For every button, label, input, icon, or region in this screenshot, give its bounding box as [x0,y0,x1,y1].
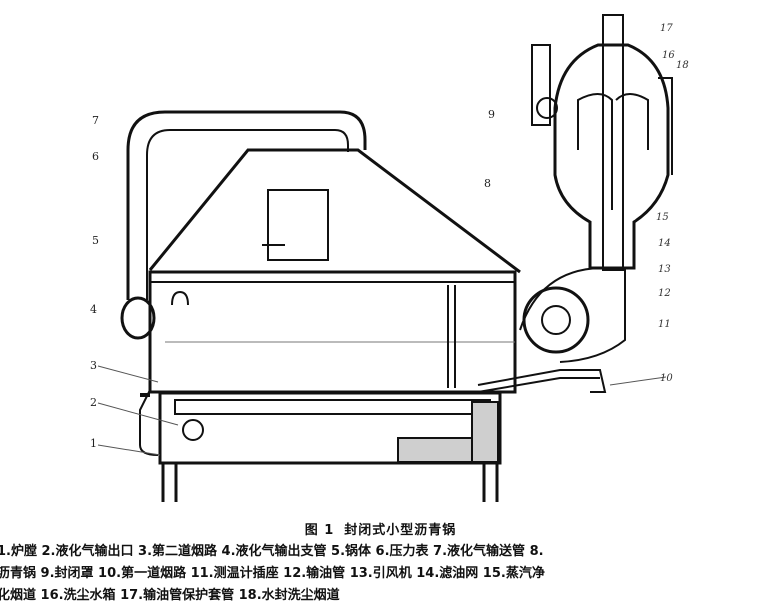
callout-5: 5 [92,234,99,247]
callout-11: 11 [658,319,671,330]
legend: 1.炉膛 2.液化气输出口 3.第二道烟路 4.液化气输出支管 5.锅体 6.压… [0,541,771,607]
callout-13: 13 [658,264,671,275]
boiler-diagram: 1 2 3 4 5 6 7 8 9 10 11 12 13 14 15 16 1… [90,14,689,502]
callout-18: 18 [676,60,689,71]
figure-title: 封闭式小型沥青锅 [344,523,457,538]
callout-9: 9 [488,108,495,121]
callout-8: 8 [484,177,491,190]
gas-delivery-pipe [126,110,367,300]
callout-1: 1 [90,437,97,450]
legend-line-3: 化烟道 16.洗尘水箱 17.输油管保护套管 18.水封洗尘烟道 [0,588,340,603]
callout-10: 10 [660,373,673,384]
furnace [158,391,502,465]
callout-7: 7 [92,114,99,127]
callout-15: 15 [656,212,669,223]
legend-line-1: 1.炉膛 2.液化气输出口 3.第二道烟路 4.液化气输出支管 5.锅体 6.压… [0,544,544,559]
sealed-hood [148,148,521,274]
callout-12: 12 [658,288,671,299]
callout-17: 17 [660,23,673,34]
figure-caption: 图 1 封闭式小型沥青锅 [0,519,771,538]
induced-fan [522,286,590,354]
callout-16: 16 [662,50,675,61]
pipe-flange [120,296,156,340]
callout-6: 6 [92,150,99,163]
callout-3: 3 [90,359,97,372]
figure-number: 图 1 [304,523,335,538]
legend-line-2: 沥青锅 9.封闭罩 10.第一道烟路 11.测温计插座 12.输油管 13.引风… [0,566,545,581]
callout-2: 2 [90,396,97,409]
pot-body [148,270,517,394]
washing-column [553,43,670,270]
callout-14: 14 [658,238,671,249]
callout-4: 4 [90,303,97,316]
